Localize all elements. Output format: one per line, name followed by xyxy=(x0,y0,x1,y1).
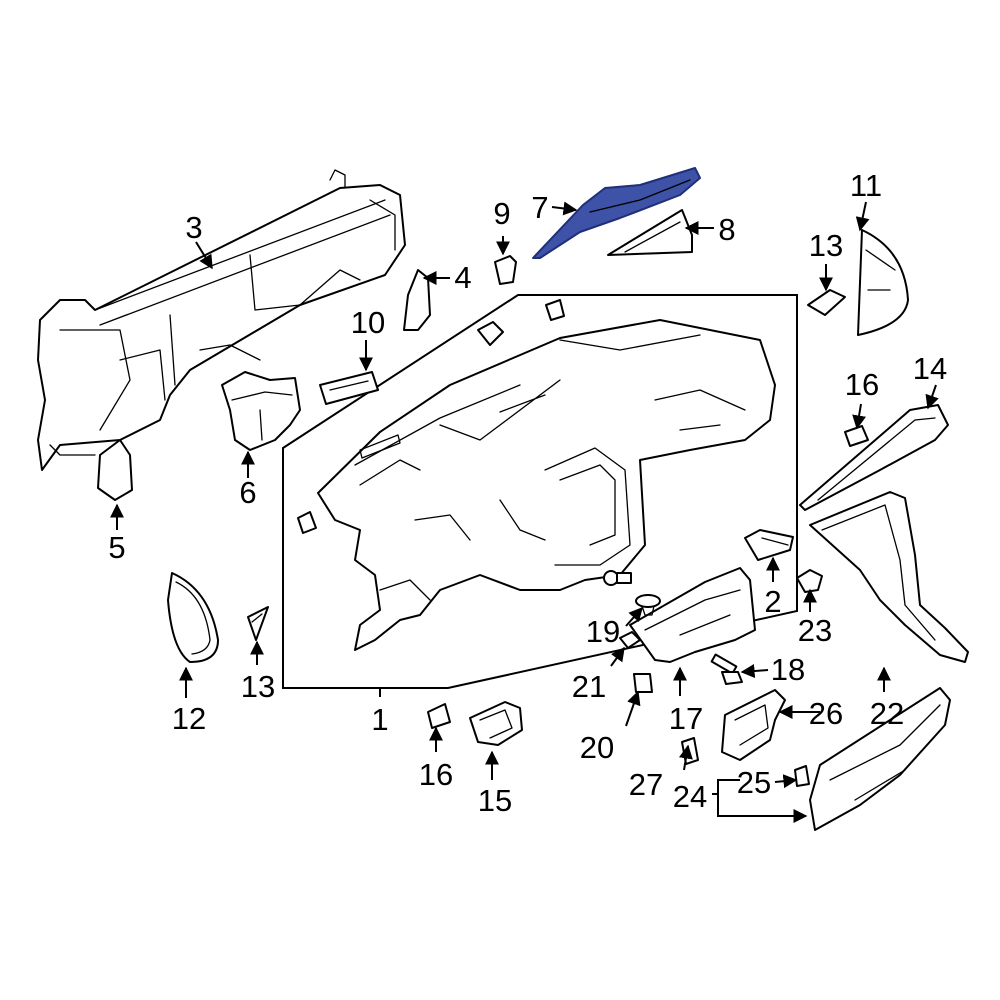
callout-15: 15 xyxy=(478,783,512,818)
part-9-clip xyxy=(494,255,517,285)
part-14-trim-strip xyxy=(799,404,949,511)
part-16-clip-upper xyxy=(844,425,869,447)
callout-17: 17 xyxy=(669,701,703,736)
dashboard-group-frame xyxy=(282,294,798,689)
callout-27: 27 xyxy=(629,767,663,802)
part-23-clip xyxy=(796,569,823,593)
callout-11: 11 xyxy=(850,168,882,203)
part-11-end-cap xyxy=(857,229,909,336)
callout-21: 21 xyxy=(572,669,606,704)
part-21-clip xyxy=(619,631,641,649)
callout-8: 8 xyxy=(718,212,735,247)
leader-lines xyxy=(110,201,939,823)
dash-clip-top-right xyxy=(545,299,565,321)
callout-1: 1 xyxy=(371,702,388,737)
part-25-clip xyxy=(794,765,810,787)
part-1-instrument-panel xyxy=(317,319,776,651)
part-24-lower-panel xyxy=(809,687,951,831)
callout-13-lower: 13 xyxy=(241,669,275,704)
part-27-clip xyxy=(681,737,699,765)
part-5-bracket xyxy=(97,439,133,501)
callout-10: 10 xyxy=(351,305,385,340)
part-13-clip-upper xyxy=(807,289,846,316)
part-2-bracket xyxy=(744,529,794,561)
callout-25: 25 xyxy=(737,765,771,800)
callout-24: 24 xyxy=(673,779,707,814)
callout-labels: 1 2 3 4 5 6 7 8 9 10 11 12 13 13 14 15 1… xyxy=(108,168,947,818)
part-3-cross-car-beam xyxy=(37,169,406,471)
part-12-end-cap xyxy=(167,572,219,663)
part-19-push-clip xyxy=(635,594,661,616)
part-15-vent-bezel xyxy=(469,701,523,746)
part-8-corner-trim xyxy=(607,209,693,256)
callout-23: 23 xyxy=(798,613,832,648)
part-6-bracket xyxy=(221,371,301,451)
part-10-vent xyxy=(319,371,379,405)
callout-4: 4 xyxy=(454,260,471,295)
part-22-console-side-trim xyxy=(809,491,969,663)
part-4-bracket xyxy=(403,269,431,331)
part-7-detail xyxy=(589,179,691,213)
callout-22: 22 xyxy=(870,696,904,731)
part-16-clip-lower xyxy=(427,703,451,729)
part-7-upper-trim-panel xyxy=(532,167,701,259)
callout-20: 20 xyxy=(580,730,614,765)
callout-7: 7 xyxy=(531,190,548,225)
callout-5: 5 xyxy=(108,530,125,565)
dash-push-pin xyxy=(603,570,632,586)
dash-clip-left xyxy=(297,511,317,534)
part-20-clip xyxy=(633,673,653,693)
part-13-clip-lower xyxy=(247,606,269,641)
callout-19: 19 xyxy=(586,614,620,649)
callout-26: 26 xyxy=(809,696,843,731)
dash-clip-top xyxy=(477,321,504,346)
callout-13-upper: 13 xyxy=(809,228,843,263)
callout-12: 12 xyxy=(172,701,206,736)
callout-2: 2 xyxy=(764,584,781,619)
callout-16-lower: 16 xyxy=(419,757,453,792)
callout-6: 6 xyxy=(239,475,256,510)
callout-16-upper: 16 xyxy=(845,367,879,402)
part-18-screw xyxy=(710,653,743,685)
callout-3: 3 xyxy=(185,210,202,245)
callout-9: 9 xyxy=(493,196,510,231)
part-26-bezel xyxy=(721,689,786,761)
part-17-lower-trim-panel xyxy=(629,567,756,663)
callout-14: 14 xyxy=(913,351,947,386)
callout-18: 18 xyxy=(771,652,805,687)
